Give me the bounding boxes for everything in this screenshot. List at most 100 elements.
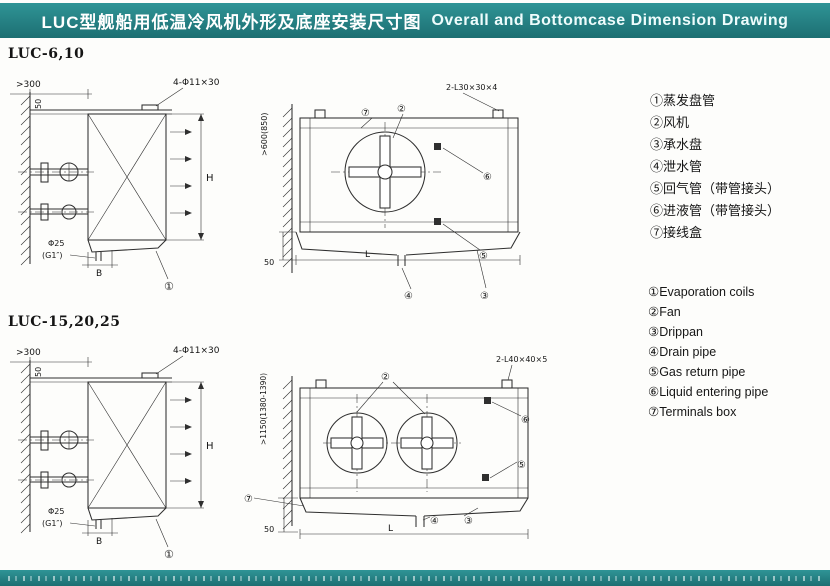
pipe-connections <box>18 430 94 489</box>
legend-item-fan-zh: ②风机 <box>650 115 690 130</box>
pipe-connections <box>18 162 94 221</box>
front-view-luc-6-10: >600(850) 2-L30×30×4 ⑦ ② <box>260 83 521 302</box>
leader-liquid-entering-pipe <box>491 401 522 417</box>
balloon-drain-pipe: ④ <box>404 291 413 302</box>
unit-body <box>299 117 519 233</box>
legend-item-terminals-box-en: ⑦Terminals box <box>648 405 737 419</box>
leader-terminals-box <box>360 117 373 129</box>
leader-drippan <box>463 507 479 517</box>
length-dim-label: L <box>388 524 393 534</box>
balloon-drippan: ③ <box>480 291 489 302</box>
ceiling-distance-dim-label: >1150(1380-1390) <box>259 373 268 445</box>
top-support <box>30 372 172 383</box>
legend-english: ①Evaporation coils ②Fan ③Drippan ④Drain … <box>648 282 768 422</box>
legend-item-drain-pipe-en: ④Drain pipe <box>648 345 717 359</box>
unit-body <box>87 113 167 241</box>
title-bar: LUC型舰船用低温冷风机外形及底座安装尺寸图 Overall and Botto… <box>0 3 830 38</box>
leader-drain-pipe <box>422 516 431 521</box>
b-dimension <box>82 518 118 536</box>
length-dimension <box>299 529 529 539</box>
legend-item-drippan-en: ③Drippan <box>648 325 703 339</box>
airflow-arrows <box>170 129 192 216</box>
legend-item-liquid-entering-pipe-en: ⑥Liquid entering pipe <box>648 385 769 399</box>
front-view-luc-15-20-25: >1150(1380-1390) 2-L40×40×5 <box>244 355 547 539</box>
legend-chinese: ①蒸发盘管 ②风机 ③承水盘 ④泄水管 ⑤回气管（带管接头） ⑥进液管（带管接头… <box>650 90 780 244</box>
wall-distance-dimension <box>10 357 92 367</box>
drain-thread-label: (G1″) <box>42 251 63 260</box>
height-dim-label: H <box>206 441 214 452</box>
angle-steel-label: 2-L40×40×5 <box>496 355 547 364</box>
wall-section <box>282 376 293 530</box>
hanger-brackets <box>314 109 504 119</box>
legend-item-gas-return-pipe-zh: ⑤回气管（带管接头） <box>650 181 781 196</box>
leader-balloon-evaporation-coils <box>155 518 169 548</box>
leader-liquid-entering-pipe <box>442 147 484 174</box>
balloon-drippan: ③ <box>464 516 473 527</box>
fan-assembly <box>331 122 441 228</box>
balloon-fan: ② <box>397 104 406 115</box>
leader-angle-steel <box>507 364 513 381</box>
balloon-terminals-box: ⑦ <box>244 494 253 505</box>
leader-gas-return-pipe <box>489 461 518 479</box>
legend-item-evaporation-coils-zh: ①蒸发盘管 <box>650 93 716 108</box>
leader-fan-1 <box>356 381 384 413</box>
drip-pan <box>299 497 529 527</box>
wall-distance-dim-label: >300 <box>16 348 41 358</box>
angle-steel-label: 2-L30×30×4 <box>446 83 497 92</box>
footer-bar <box>0 570 830 586</box>
wall-hatch <box>20 363 31 534</box>
height-dimension <box>166 381 204 509</box>
fan-assembly-2 <box>396 394 458 492</box>
balloon-terminals-box: ⑦ <box>361 108 370 119</box>
unit-body <box>87 381 167 509</box>
pan-depth-dim-label: 50 <box>264 258 274 267</box>
leader-drippan <box>476 249 487 289</box>
drip-pan <box>87 239 167 261</box>
balloon-evaporation-coils: ① <box>164 280 174 293</box>
mounting-holes-label: 4-Φ11×30 <box>173 346 220 356</box>
bracket-offset-dim-label: 50 <box>34 99 43 109</box>
section-label-luc-15-20-25: LUC-15,20,25 <box>8 314 121 330</box>
balloon-liquid-entering-pipe: ⑥ <box>521 415 530 426</box>
leader-mounting-holes <box>155 87 184 107</box>
wall-section <box>20 360 31 534</box>
pan-depth-dim-label: 50 <box>264 525 274 534</box>
wall-distance-dim-label: >300 <box>16 80 41 90</box>
wall-hatch <box>282 379 293 530</box>
balloon-liquid-entering-pipe: ⑥ <box>483 172 492 183</box>
mounting-holes-label: 4-Φ11×30 <box>173 78 220 88</box>
balloon-evaporation-coils: ① <box>164 548 174 561</box>
leader-balloon-evaporation-coils <box>155 250 169 280</box>
leader-angle-steel <box>462 92 500 112</box>
b-dimension <box>82 250 118 268</box>
side-view-luc-15-20-25: >300 50 4-Φ11×30 H <box>10 346 220 561</box>
top-support <box>30 104 172 115</box>
height-dimension <box>166 113 204 241</box>
drain-dia-label: Φ25 <box>48 239 64 248</box>
length-dim-label: L <box>365 250 370 260</box>
legend-item-drain-pipe-zh: ④泄水管 <box>650 159 703 174</box>
leader-mounting-holes <box>155 355 184 375</box>
wall-section <box>282 104 293 273</box>
page-title-english: Overall and Bottomcase Dimension Drawing <box>431 11 789 29</box>
b-dim-label: B <box>96 537 102 547</box>
pipe-fitting-squares <box>434 143 441 225</box>
pan-depth-dimension <box>279 231 296 261</box>
leader-gas-return-pipe <box>442 223 481 251</box>
legend-item-drippan-zh: ③承水盘 <box>650 137 703 152</box>
leader-drain <box>69 254 96 259</box>
side-view-luc-6-10: >300 50 4-Φ11×30 H <box>10 78 220 293</box>
balloon-gas-return-pipe: ⑤ <box>479 251 488 262</box>
hanger-brackets <box>315 379 513 389</box>
leader-drain <box>69 522 96 527</box>
ceiling-distance-dim-label: >600(850) <box>260 113 269 156</box>
balloon-drain-pipe: ④ <box>430 516 439 527</box>
height-dim-label: H <box>206 173 214 184</box>
wall-distance-dimension <box>10 89 92 99</box>
legend-item-liquid-entering-pipe-zh: ⑥进液管（带管接头） <box>650 203 781 218</box>
pan-depth-dimension <box>278 497 298 533</box>
section-label-luc-6-10: LUC-6,10 <box>8 46 85 62</box>
balloon-fan: ② <box>381 372 390 383</box>
b-dim-label: B <box>96 269 102 279</box>
bracket-offset-dim-label: 50 <box>34 367 43 377</box>
